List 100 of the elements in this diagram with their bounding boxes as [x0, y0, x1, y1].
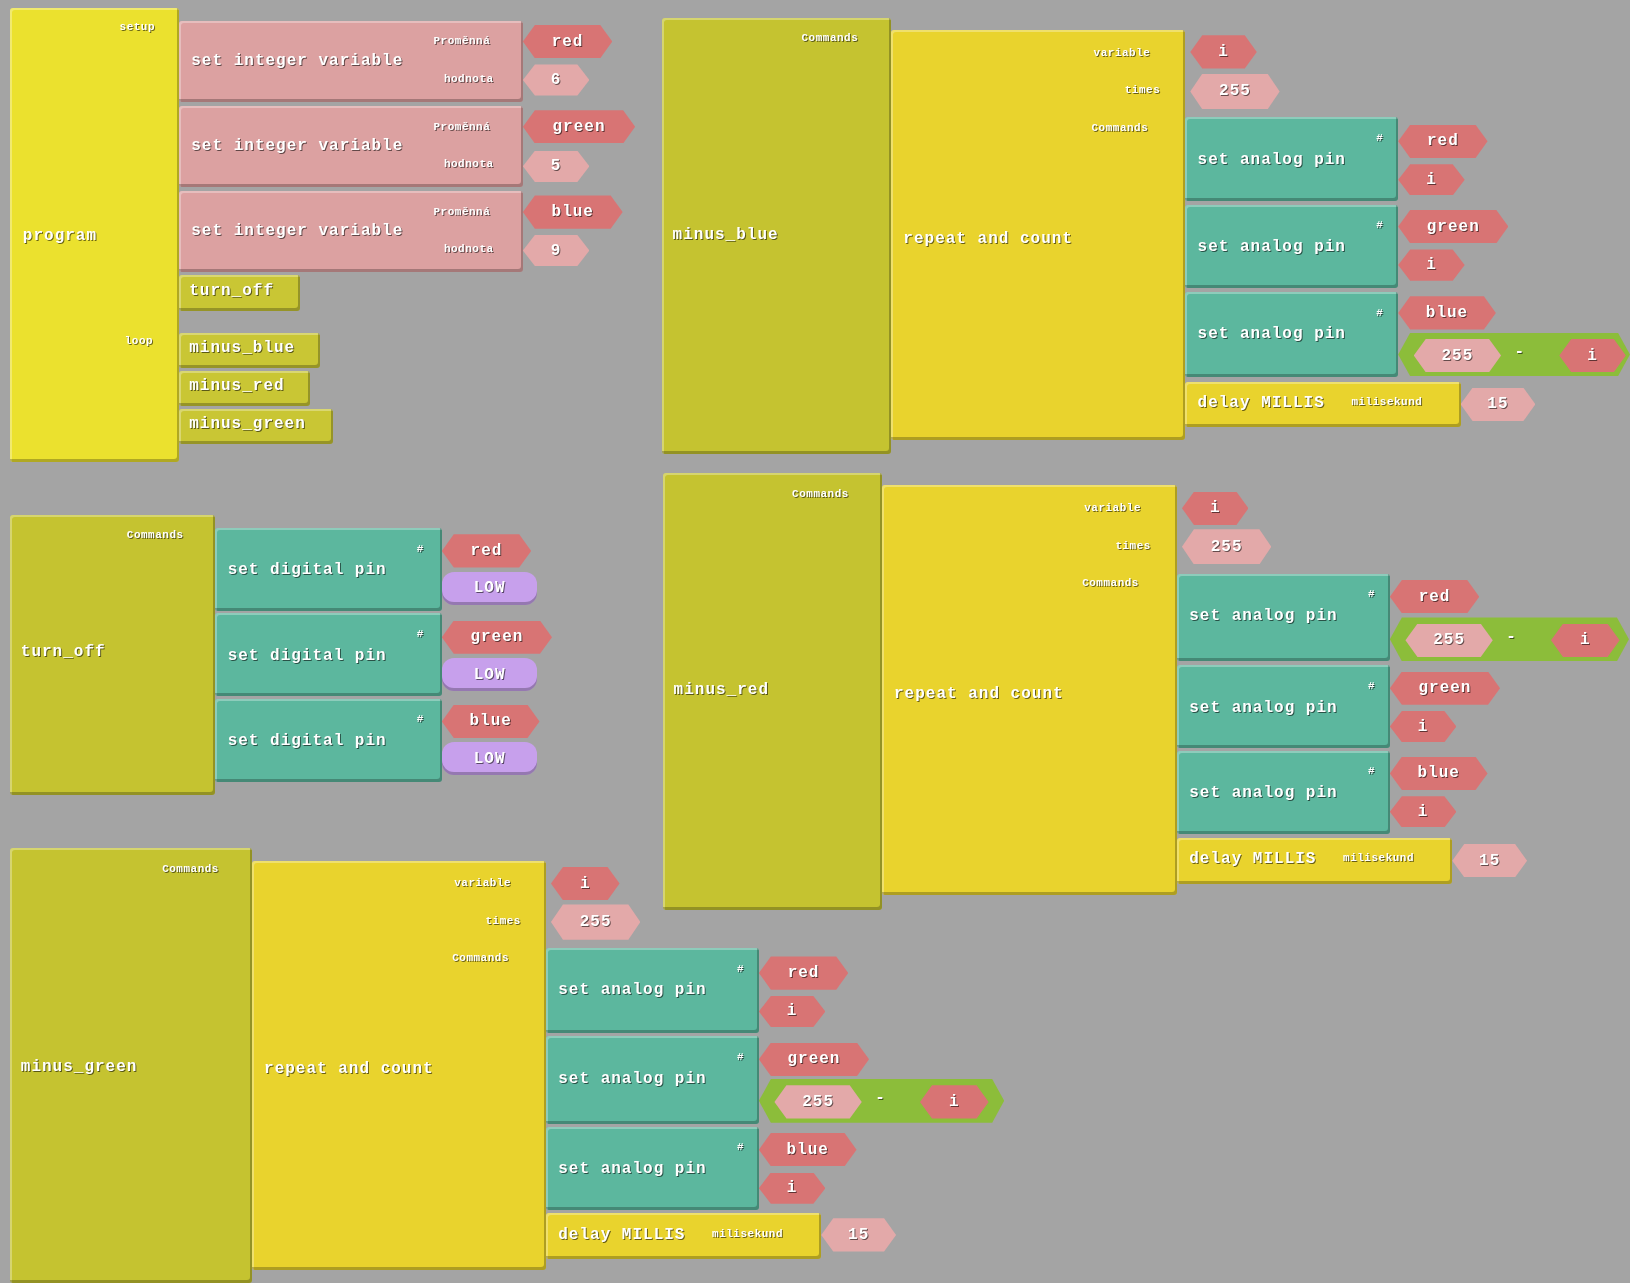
constant-block: [441, 571, 538, 605]
value-text: red: [551, 32, 584, 51]
number-block: [1405, 623, 1493, 657]
value-text: green: [1426, 217, 1480, 236]
input-label: variable: [1093, 46, 1151, 59]
input-label: Commands: [1082, 576, 1139, 589]
procedure-block: [662, 17, 891, 455]
block-label: set analog pin: [1197, 325, 1346, 344]
value-text: red: [470, 541, 503, 560]
set-variable-block: [178, 191, 523, 273]
value-text: blue: [469, 712, 512, 731]
value-text: i: [1426, 256, 1437, 275]
input-label: #: [416, 627, 424, 640]
analog-pin-block: [545, 1036, 759, 1124]
variable-block: [1551, 623, 1620, 657]
value-text: red: [1418, 587, 1451, 606]
input-label: Commands: [126, 529, 184, 542]
input-label: loop: [124, 334, 154, 347]
input-label: #: [1376, 132, 1384, 144]
value-text: 15: [848, 1225, 870, 1244]
input-label: Proměnná: [433, 35, 491, 48]
block-label: delay MILLIS: [1189, 850, 1317, 869]
delay-block: [1185, 381, 1461, 428]
input-label: #: [1368, 765, 1376, 778]
variable-block: [1181, 491, 1249, 525]
block-label: minus_blue: [672, 225, 779, 244]
value-text: i: [1218, 42, 1229, 61]
input-label: Commands: [792, 487, 849, 500]
variable-block: [1559, 338, 1626, 373]
block-label: set analog pin: [1197, 238, 1346, 257]
analog-pin-block: [1185, 117, 1399, 201]
variable-block: [1398, 124, 1488, 158]
variable-block: [1389, 711, 1457, 743]
operator-symbol: -: [875, 1089, 886, 1108]
value-text: LOW: [473, 665, 506, 684]
value-text: blue: [551, 203, 594, 222]
block-label: set analog pin: [1189, 698, 1338, 717]
analog-pin-block: [545, 1126, 759, 1210]
repeat-block: [251, 860, 546, 1271]
value-text: red: [1426, 132, 1459, 151]
variable-block: [522, 24, 613, 59]
analog-pin-block: [1185, 292, 1399, 378]
variable-block: [758, 1133, 857, 1167]
operator-symbol: -: [1506, 627, 1517, 646]
block-label: delay MILLIS: [1197, 393, 1325, 412]
input-label: milisekund: [1351, 396, 1423, 409]
variable-block: [522, 110, 636, 144]
constant-block: [441, 742, 538, 776]
block-label: delay MILLIS: [558, 1225, 686, 1244]
input-label: times: [1124, 84, 1161, 97]
procedure-call-block: [178, 371, 310, 407]
value-text: 15: [1487, 395, 1509, 414]
analog-pin-block: [545, 948, 759, 1034]
variable-block: [758, 995, 826, 1028]
value-text: 255: [1433, 631, 1465, 650]
input-label: hodnota: [443, 72, 494, 85]
variable-block: [1389, 671, 1501, 705]
input-label: times: [1115, 539, 1151, 552]
input-label: #: [1376, 306, 1384, 319]
block-label: repeat and count: [903, 229, 1073, 248]
digital-pin-block: [215, 698, 442, 782]
delay-block: [1176, 837, 1453, 884]
number-block: [1413, 338, 1502, 373]
value-text: green: [1418, 679, 1472, 698]
input-label: Commands: [801, 32, 859, 45]
value-text: i: [1587, 346, 1598, 365]
set-variable-block: [178, 20, 523, 102]
block-label: set analog pin: [558, 1160, 707, 1179]
block-label: set digital pin: [227, 731, 387, 750]
analog-pin-block: [1176, 573, 1390, 662]
repeat-block: [890, 30, 1186, 440]
input-label: milisekund: [712, 1227, 784, 1240]
block-label: minus_green: [189, 414, 306, 433]
number-block: [522, 234, 590, 267]
block-label: set analog pin: [1189, 783, 1338, 802]
variable-block: [1389, 796, 1457, 828]
value-text: LOW: [473, 579, 506, 598]
value-text: 6: [550, 71, 562, 89]
value-text: i: [949, 1092, 960, 1111]
number-block: [522, 150, 590, 182]
input-label: Proměnná: [433, 120, 491, 133]
value-text: i: [786, 1002, 798, 1021]
input-label: #: [737, 962, 745, 975]
number-block: [522, 64, 590, 96]
variable-block: [1389, 756, 1488, 791]
procedure-call-block: [178, 275, 301, 311]
block-label: set analog pin: [558, 981, 707, 1000]
number-block: [821, 1218, 897, 1252]
procedure-call-block: [178, 408, 333, 444]
value-text: green: [552, 117, 606, 136]
input-label: #: [416, 542, 424, 555]
number-block: [550, 904, 641, 940]
value-text: i: [1417, 717, 1429, 736]
block-label: program: [22, 226, 98, 245]
block-label: turn_off: [20, 643, 106, 662]
variable-block: [758, 956, 849, 990]
operator-symbol: -: [1514, 343, 1526, 362]
block-label: set digital pin: [227, 561, 387, 580]
input-label: milisekund: [1343, 852, 1415, 865]
block-label: set digital pin: [227, 646, 387, 665]
